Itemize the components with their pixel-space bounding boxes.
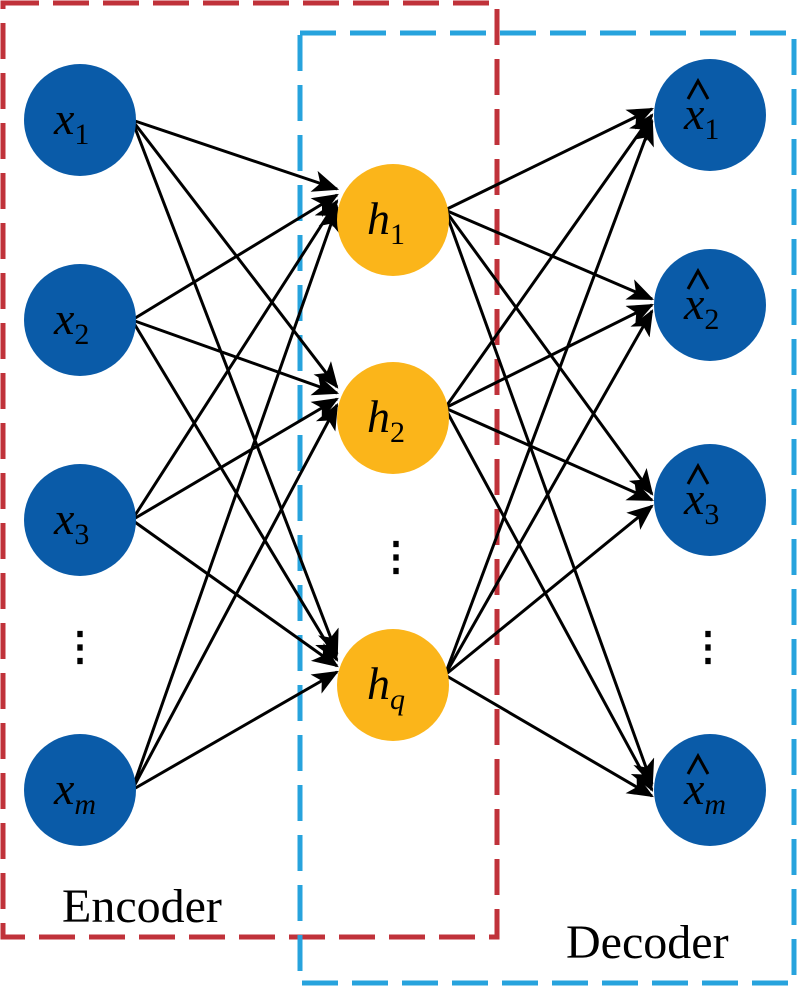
encoder-edge [130, 199, 339, 521]
label-subscript: q [390, 683, 405, 716]
label-subscript: 1 [390, 218, 405, 251]
label-base: x [683, 473, 705, 524]
label-subscript: 3 [74, 518, 89, 551]
label-subscript: m [74, 788, 96, 821]
hidden-node-label: h2 [367, 391, 405, 449]
encoder-label: Encoder [62, 880, 222, 933]
decoder-label: Decoder [566, 916, 729, 969]
output-ellipsis: ⋮ [688, 624, 728, 669]
output-node-circle [654, 734, 766, 846]
output-node-label: x1 [683, 88, 719, 146]
hidden-node-1: h1 [337, 164, 449, 276]
input-node-3: x3 [24, 464, 136, 576]
label-base: x [53, 493, 75, 544]
hat-icon [686, 462, 710, 485]
encoder-edge [131, 318, 340, 396]
decoder-edge [444, 208, 655, 301]
label-subscript: 2 [390, 416, 405, 449]
output-node-label: x3 [683, 473, 719, 531]
hidden-node-label: h1 [367, 193, 405, 251]
label-subscript: 1 [74, 118, 89, 151]
label-subscript: 2 [74, 318, 89, 351]
decoder-edge [443, 113, 654, 409]
input-node-circle [24, 734, 136, 846]
label-base: x [53, 763, 75, 814]
decoder-edge [444, 406, 655, 502]
input-node-4: xm [24, 734, 136, 846]
output-node-circle [654, 444, 766, 556]
label-base: h [367, 658, 390, 709]
encoder-edge [130, 119, 339, 389]
label-base: h [367, 193, 390, 244]
output-node-3: x3 [654, 444, 766, 556]
label-base: x [683, 763, 705, 814]
hat-icon [686, 752, 710, 775]
decoder-box [297, 30, 797, 986]
input-node-label: x2 [53, 293, 89, 351]
input-node-label: x3 [53, 493, 89, 551]
input-ellipsis: ⋮ [60, 624, 100, 669]
hidden-node-label: hq [367, 658, 405, 716]
encoder-edge [130, 403, 339, 791]
label-subscript: 2 [704, 303, 719, 336]
encoder-edge [130, 319, 339, 662]
hidden-node-circle [337, 164, 449, 276]
label-base: x [53, 93, 75, 144]
label-subscript: 1 [704, 113, 719, 146]
decoder-edge [443, 309, 654, 676]
decoder-edge [444, 673, 654, 798]
input-node-label: xm [53, 763, 96, 821]
input-node-2: x2 [24, 264, 136, 376]
output-node-circle [654, 249, 766, 361]
input-node-label: x1 [53, 93, 89, 151]
hidden-ellipsis: ⋮ [376, 534, 416, 579]
hat-icon [686, 77, 710, 100]
encoder-edge [131, 670, 339, 792]
label-base: x [683, 88, 705, 139]
encoder-edge [131, 118, 340, 192]
decoder-edge [444, 107, 654, 212]
decoder-edge [443, 118, 654, 676]
hidden-node-circle [337, 362, 449, 474]
hidden-node-3: hq [337, 629, 449, 741]
output-node-circle [654, 59, 766, 171]
encoder-edge [131, 397, 339, 522]
label-subscript: 3 [704, 498, 719, 531]
input-node-circle [24, 464, 136, 576]
decoder-edge [443, 407, 654, 792]
decoder-edge [443, 209, 655, 787]
label-base: h [367, 391, 390, 442]
hidden-node-circle [337, 629, 449, 741]
encoder-edge [130, 204, 340, 791]
label-base: x [53, 293, 75, 344]
decoder-edge [444, 303, 654, 410]
input-node-1: x1 [24, 64, 136, 176]
encoder-edge [131, 518, 339, 668]
output-node-4: xm [654, 734, 766, 846]
label-subscript: m [704, 788, 726, 821]
encoder-box [0, 0, 500, 940]
output-node-label: x2 [683, 278, 719, 336]
input-node-circle [24, 264, 136, 376]
decoder-edge [443, 209, 654, 496]
input-node-circle [24, 64, 136, 176]
hat-icon [686, 267, 710, 290]
output-node-2: x2 [654, 249, 766, 361]
edges [130, 107, 655, 798]
encoder-edge [130, 119, 339, 657]
hidden-node-2: h2 [337, 362, 449, 474]
label-base: x [683, 278, 705, 329]
encoder-edge [131, 193, 339, 322]
decoder-edge [444, 504, 654, 677]
output-node-1: x1 [654, 59, 766, 171]
output-node-label: xm [683, 763, 726, 821]
